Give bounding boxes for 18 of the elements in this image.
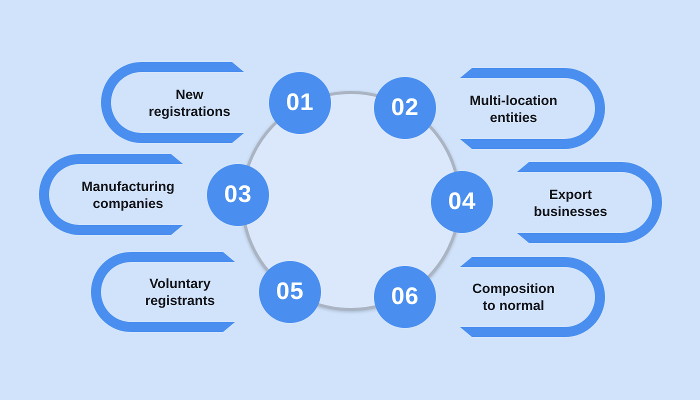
- step-number-circle: 04: [431, 171, 493, 233]
- label-card: [39, 154, 183, 235]
- label-card: [460, 257, 605, 337]
- step-number-circle: 03: [207, 164, 269, 226]
- item-label: Export businesses: [532, 186, 608, 220]
- label-card: [517, 162, 662, 243]
- step-number-circle: 05: [259, 261, 321, 323]
- item-label: New registrations: [148, 86, 232, 120]
- step-number-circle: 01: [269, 72, 331, 134]
- step-number-circle: 06: [374, 266, 436, 328]
- label-card: [460, 68, 605, 149]
- step-number-circle: 02: [374, 77, 436, 139]
- label-card: [101, 62, 244, 143]
- item-label: Multi-location entities: [468, 92, 558, 126]
- item-label: Voluntary registrants: [144, 275, 216, 309]
- label-card: [91, 252, 235, 332]
- item-label: Composition to normal: [471, 280, 556, 314]
- item-label: Manufacturing companies: [80, 178, 176, 212]
